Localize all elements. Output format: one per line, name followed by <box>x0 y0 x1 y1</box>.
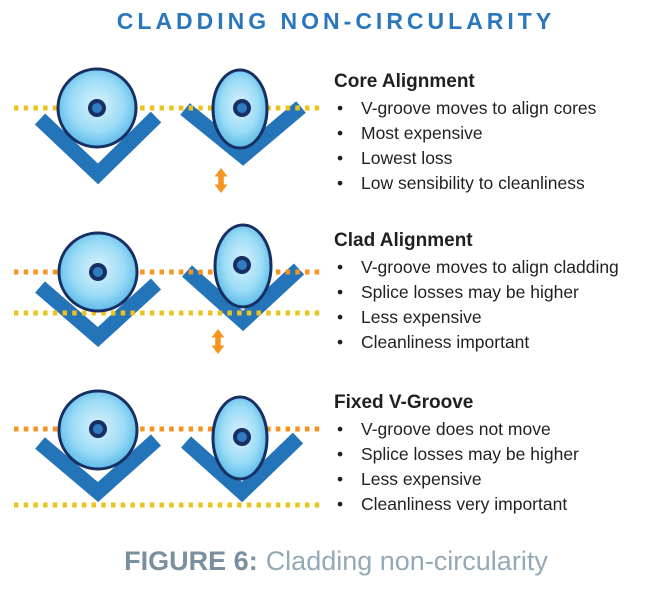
bullet-item: • Less expensive <box>334 305 670 330</box>
diagram-core-alignment <box>14 67 320 193</box>
core-alignment-text-block: Core Alignment • V-groove moves to align … <box>334 69 670 196</box>
bullet-icon: • <box>337 257 344 277</box>
figure-caption-label: FIGURE 6: <box>124 546 258 576</box>
fiber-core-dot <box>233 99 251 117</box>
bullet-icon: • <box>337 282 344 302</box>
bullet-text: Most expensive <box>361 123 483 143</box>
bullet-text: Cleanliness very important <box>361 494 568 514</box>
bullet-item: • Lowest loss <box>334 146 670 171</box>
bullet-text: Less expensive <box>361 307 482 327</box>
bullet-icon: • <box>337 419 344 439</box>
bullet-item: • Less expensive <box>334 467 670 492</box>
bullet-item: • Cleanliness important <box>334 330 670 355</box>
diagram-clad-alignment <box>14 223 320 354</box>
section-heading: Clad Alignment <box>334 230 473 251</box>
bullet-list: • V-groove does not move • Splice losses m… <box>334 417 670 517</box>
bullet-item: • Splice losses may be higher <box>334 280 670 305</box>
bullet-list: • V-groove moves to align cladding • Splic… <box>334 255 670 355</box>
vertical-movement-arrow-icon <box>214 168 228 193</box>
bullet-icon: • <box>337 494 344 514</box>
bullet-text: V-groove moves to align cladding <box>361 257 619 277</box>
clad-alignment-text-block: Clad Alignment • V-groove moves to align … <box>334 228 670 355</box>
fiber-core-dot <box>89 263 107 281</box>
bullet-item: • V-groove moves to align cladding <box>334 255 670 280</box>
fiber-core-dot <box>233 428 251 446</box>
bullet-text: Less expensive <box>361 469 482 489</box>
v-groove-icon <box>35 278 162 348</box>
fixed-v-groove-text-block: Fixed V-Groove • V-groove does not move •… <box>334 390 670 517</box>
section-heading: Fixed V-Groove <box>334 392 474 413</box>
bullet-icon: • <box>337 332 344 352</box>
v-groove-icon <box>34 111 162 185</box>
figure-title: CLADDING NON-CIRCULARITY <box>116 8 556 34</box>
bullet-list: • V-groove moves to align cores • Most exp… <box>334 96 670 196</box>
bullet-text: Lowest loss <box>361 148 453 168</box>
bullet-text: Low sensibility to cleanliness <box>361 173 585 193</box>
bullet-item: • Splice losses may be higher <box>334 442 670 467</box>
bullet-icon: • <box>337 123 344 143</box>
bullet-icon: • <box>337 469 344 489</box>
v-groove-icon <box>181 432 304 503</box>
bullet-icon: • <box>337 307 344 327</box>
bullet-icon: • <box>337 444 344 464</box>
bullet-item: • Low sensibility to cleanliness <box>334 171 670 196</box>
bullet-icon: • <box>337 98 344 118</box>
figure-caption-text: Cladding non-circularity <box>265 546 548 576</box>
bullet-text: V-groove moves to align cores <box>361 98 597 118</box>
fiber-core-dot <box>88 99 106 117</box>
bullet-item: • V-groove does not move <box>334 417 670 442</box>
bullet-text: Splice losses may be higher <box>361 444 579 464</box>
v-groove-icon <box>180 101 306 166</box>
figure-caption: FIGURE 6:Cladding non-circularity <box>0 546 672 577</box>
bullet-item: • Most expensive <box>334 121 670 146</box>
diagram-fixed-v-groove <box>14 389 320 508</box>
bullet-item: • V-groove moves to align cores <box>334 96 670 121</box>
v-groove-icon <box>182 263 305 332</box>
bullet-icon: • <box>337 173 344 193</box>
bullet-text: Splice losses may be higher <box>361 282 579 302</box>
vertical-movement-arrow-icon <box>211 329 225 354</box>
bullet-icon: • <box>337 148 344 168</box>
bullet-item: • Cleanliness very important <box>334 492 670 517</box>
bullet-text: V-groove does not move <box>361 419 551 439</box>
fiber-core-dot <box>233 256 251 274</box>
fiber-core-dot <box>89 420 107 438</box>
bullet-text: Cleanliness important <box>361 332 530 352</box>
section-heading: Core Alignment <box>334 71 475 92</box>
v-groove-icon <box>35 434 162 502</box>
